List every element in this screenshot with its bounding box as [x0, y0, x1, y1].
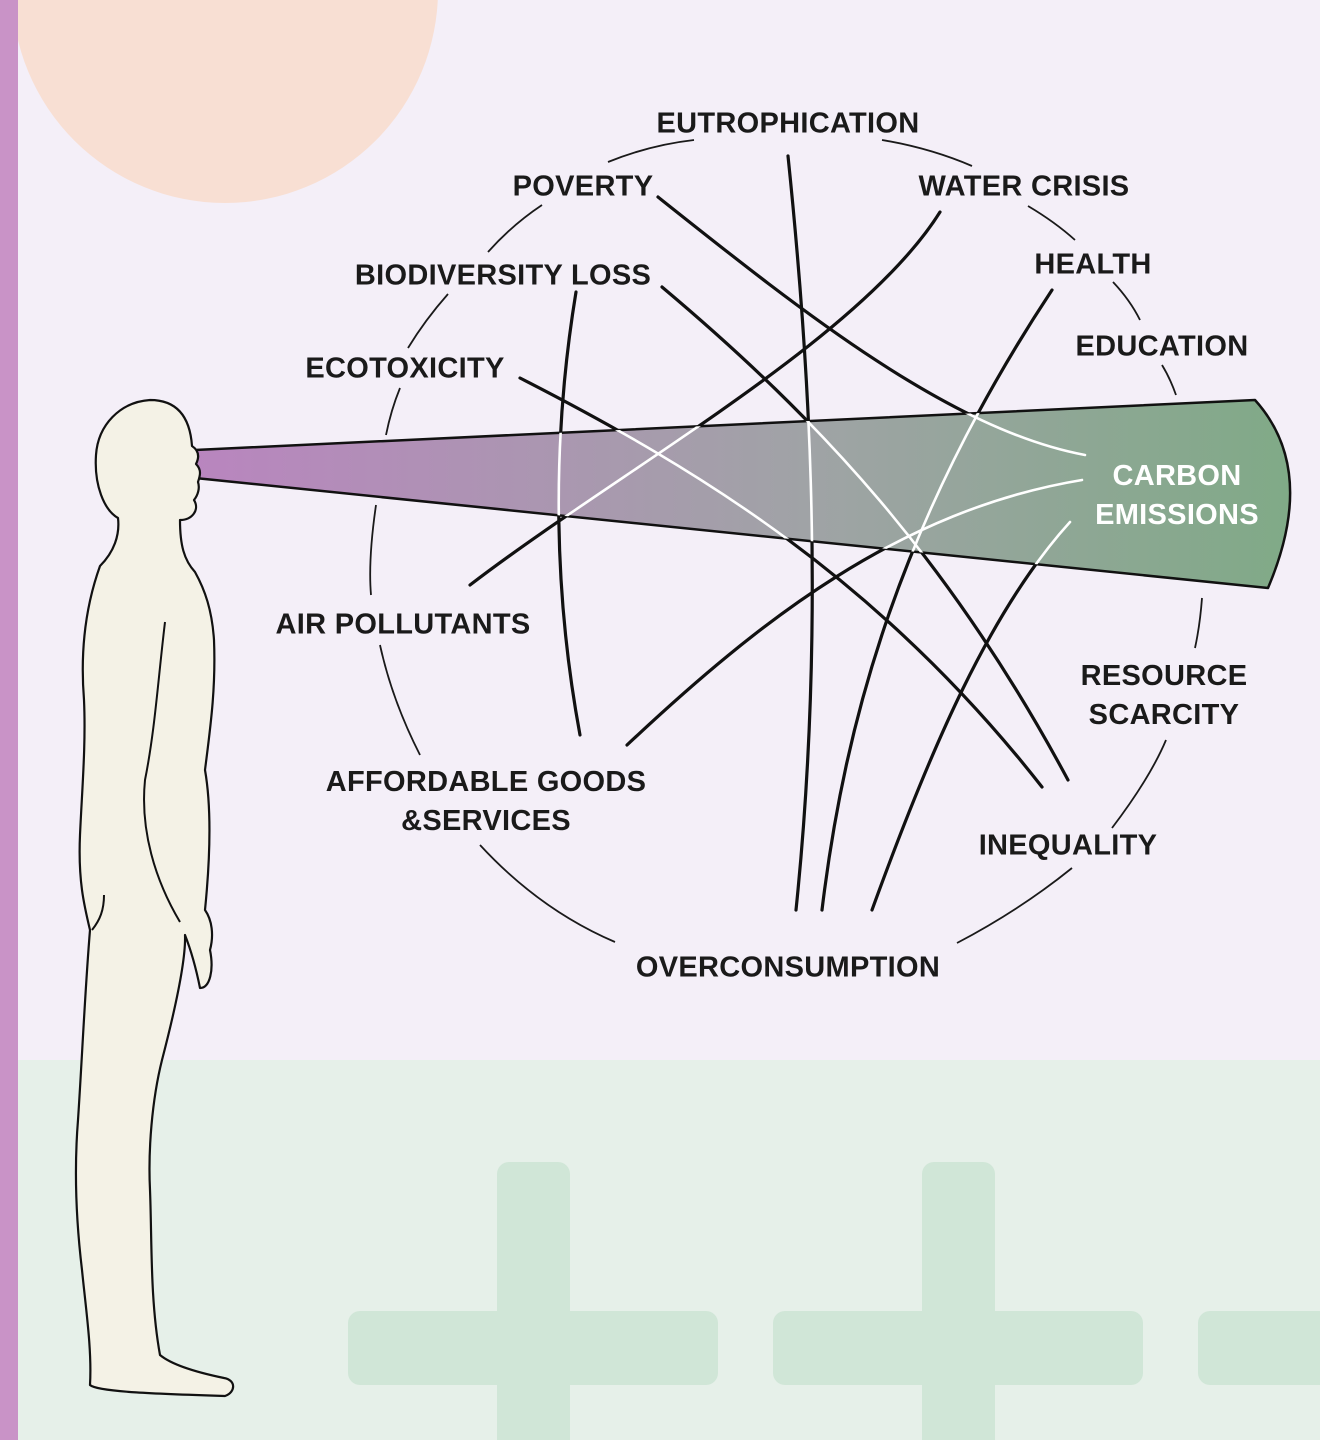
label-carbon-emissions: CARBON EMISSIONS: [1095, 457, 1259, 535]
label-affordable-goods-line1: AFFORDABLE GOODS: [326, 766, 647, 798]
label-poverty: POVERTY: [513, 173, 654, 202]
label-air-pollutants: AIR POLLUTANTS: [276, 611, 531, 640]
label-resource-scarcity-line2: SCARCITY: [1089, 699, 1240, 731]
label-eutrophication: EUTROPHICATION: [656, 110, 919, 139]
sun-decoration: [12, 0, 438, 203]
label-inequality: INEQUALITY: [979, 832, 1158, 861]
label-water-crisis: WATER CRISIS: [919, 173, 1130, 202]
left-accent-bar: [0, 0, 18, 1440]
label-carbon-line1: CARBON: [1112, 460, 1241, 492]
label-affordable-goods-services: AFFORDABLE GOODS &SERVICES: [326, 763, 647, 841]
label-health: HEALTH: [1034, 251, 1151, 280]
label-resource-scarcity: RESOURCE SCARCITY: [1081, 657, 1248, 735]
label-carbon-line2: EMISSIONS: [1095, 499, 1259, 531]
label-biodiversity-loss: BIODIVERSITY LOSS: [355, 262, 651, 291]
label-resource-scarcity-line1: RESOURCE: [1081, 660, 1248, 692]
label-affordable-goods-line2: &SERVICES: [401, 805, 571, 837]
line-health-overconsumption: [822, 290, 1052, 910]
label-ecotoxicity: ECOTOXICITY: [305, 355, 504, 384]
label-education: EDUCATION: [1076, 333, 1249, 362]
label-overconsumption: OVERCONSUMPTION: [636, 954, 940, 983]
